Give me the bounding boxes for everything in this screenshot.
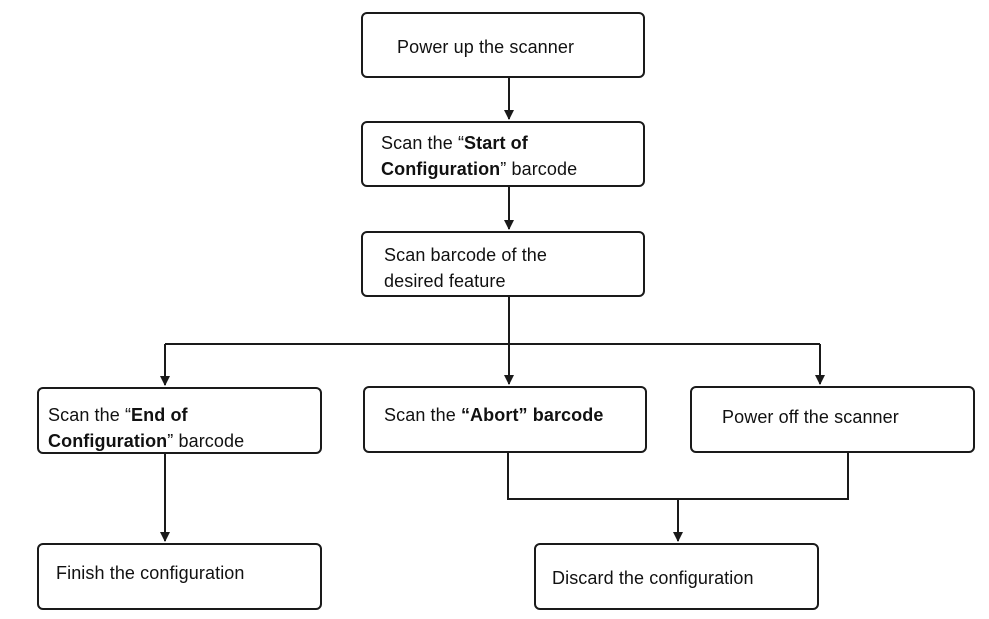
merge-line-to-discard	[507, 453, 849, 500]
scan-feature-box: Scan barcode of the desired feature	[361, 231, 645, 297]
power-off-box: Power off the scanner	[690, 386, 975, 453]
scan-feature-line1: Scan barcode of the	[384, 245, 548, 265]
scan-end-bold-line2: Configuration	[48, 431, 168, 451]
scan-start-of-configuration-box: Scan the “Start of Configuration” barcod…	[361, 121, 645, 187]
scan-start-prefix: Scan the “	[381, 133, 465, 153]
scan-start-bold-line2: Configuration	[381, 159, 501, 179]
scan-start-suffix: ” barcode	[500, 159, 578, 179]
finish-configuration-box: Finish the configuration	[37, 543, 322, 610]
scan-abort-box: Scan the “Abort” barcode	[363, 386, 647, 453]
power-up-box: Power up the scanner	[361, 12, 645, 78]
scan-end-bold-line1: End of	[131, 405, 188, 425]
scan-abort-prefix: Scan the	[384, 405, 461, 425]
power-off-label: Power off the scanner	[722, 407, 899, 427]
scan-abort-bold: “Abort” barcode	[460, 405, 604, 425]
scan-feature-line2: desired feature	[384, 271, 506, 291]
discard-label: Discard the configuration	[552, 568, 754, 588]
finish-label: Finish the configuration	[56, 563, 245, 583]
scan-end-of-configuration-box: Scan the “End of Configuration” barcode	[37, 387, 322, 454]
power-up-label: Power up the scanner	[397, 37, 575, 57]
scan-end-suffix: ” barcode	[167, 431, 245, 451]
scan-start-bold-line1: Start of	[464, 133, 528, 153]
scan-end-prefix: Scan the “	[48, 405, 132, 425]
discard-configuration-box: Discard the configuration	[534, 543, 819, 610]
